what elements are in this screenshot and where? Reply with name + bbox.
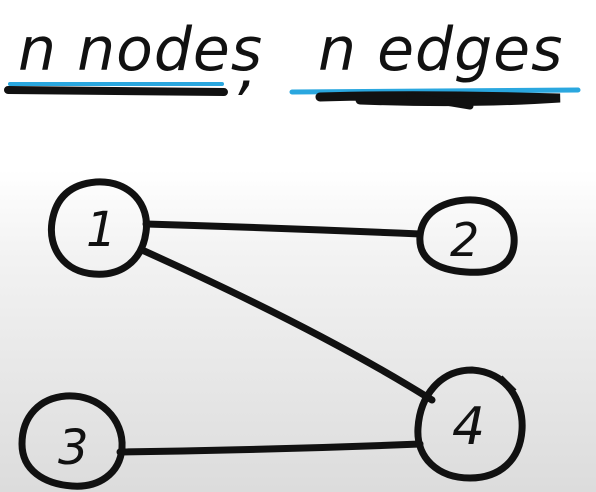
- graph-edges: [116, 220, 436, 456]
- node-2-circle: [416, 196, 518, 276]
- node-1-label: 1: [86, 202, 117, 258]
- node-4-tail: [497, 375, 517, 395]
- heading-separator: ,: [238, 33, 257, 103]
- underline-right-blue: [289, 87, 581, 95]
- node-2-label: 2: [450, 213, 479, 267]
- node-3-label: 3: [58, 420, 89, 476]
- underline-right-scribble: [406, 92, 494, 110]
- edge-1-2: [142, 220, 424, 238]
- graph-nodes: [18, 178, 526, 490]
- edge-1-4: [138, 246, 436, 404]
- underline-left-black: [4, 86, 228, 96]
- node-3-circle: [18, 392, 126, 490]
- node-4-label: 4: [452, 397, 485, 457]
- node-1-circle: [47, 178, 150, 278]
- edge-3-4: [116, 440, 424, 456]
- heading-right: n edges: [318, 15, 563, 85]
- heading-underlines: [4, 82, 581, 110]
- node-4-circle: [414, 366, 526, 482]
- heading-left: n nodes: [18, 15, 263, 85]
